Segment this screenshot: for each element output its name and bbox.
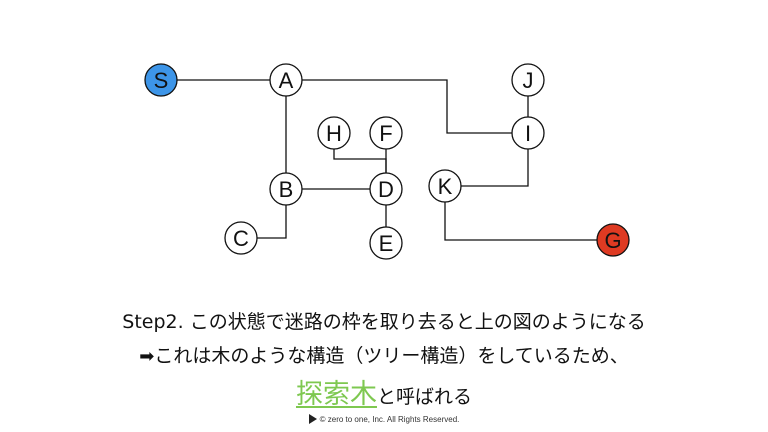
node-i: I xyxy=(511,116,545,150)
node-s: S xyxy=(144,63,178,97)
edge-k-g xyxy=(444,186,613,241)
node-j: J xyxy=(511,63,545,97)
node-c: C xyxy=(224,221,258,255)
node-f-label: F xyxy=(379,121,392,146)
node-k: K xyxy=(428,169,462,203)
caption-explanation: ➡これは木のような構造（ツリー構造）をしているため、 xyxy=(0,341,768,368)
caption-step2: Step2. この状態で迷路の枠を取り去ると上の図のようになる xyxy=(0,307,768,334)
node-k-label: K xyxy=(438,174,453,199)
node-b-circle xyxy=(269,172,303,206)
caption-step2-text: Step2. この状態で迷路の枠を取り去ると上の図のようになる xyxy=(122,311,646,333)
diagram-edges xyxy=(161,79,613,243)
node-g-circle xyxy=(596,223,630,257)
node-g-label: G xyxy=(604,228,621,253)
caption-term-rest: と呼ばれる xyxy=(376,386,472,408)
node-d-circle xyxy=(369,172,403,206)
node-e-label: E xyxy=(379,231,394,256)
node-a-circle xyxy=(269,63,303,97)
right-arrow-icon: ➡ xyxy=(139,346,155,367)
node-a: A xyxy=(269,63,303,97)
node-e: E xyxy=(369,226,403,260)
edge-a-i xyxy=(286,79,528,134)
node-f: F xyxy=(369,116,403,150)
node-c-label: C xyxy=(233,226,249,251)
play-logo-icon xyxy=(308,414,317,424)
node-b: B xyxy=(269,172,303,206)
diagram-nodes: S A B C D E F H I J K G xyxy=(144,63,630,260)
caption-term: 探索木と呼ばれる xyxy=(0,372,768,411)
node-h-label: H xyxy=(326,121,342,146)
node-f-circle xyxy=(369,116,403,150)
node-s-label: S xyxy=(154,68,169,93)
node-e-circle xyxy=(369,226,403,260)
copyright-footer: © zero to one, Inc. All Rights Reserved. xyxy=(0,414,768,424)
edge-i-k xyxy=(445,133,529,187)
highlight-term: 探索木 xyxy=(295,379,377,410)
node-h-circle xyxy=(317,116,351,150)
node-j-circle xyxy=(511,63,545,97)
node-i-label: I xyxy=(525,121,531,146)
node-h: H xyxy=(317,116,351,150)
node-k-circle xyxy=(428,169,462,203)
node-a-label: A xyxy=(279,68,294,93)
node-d-label: D xyxy=(378,177,394,202)
node-s-circle xyxy=(144,63,178,97)
node-j-label: J xyxy=(523,68,534,93)
copyright-text: © zero to one, Inc. All Rights Reserved. xyxy=(319,415,460,424)
tree-diagram: S A B C D E F H I J K G xyxy=(144,63,630,260)
caption-explanation-text: これは木のような構造（ツリー構造）をしているため、 xyxy=(154,345,629,367)
node-c-circle xyxy=(224,221,258,255)
node-g: G xyxy=(596,223,630,257)
node-d: D xyxy=(369,172,403,206)
node-b-label: B xyxy=(279,177,294,202)
node-i-circle xyxy=(511,116,545,150)
